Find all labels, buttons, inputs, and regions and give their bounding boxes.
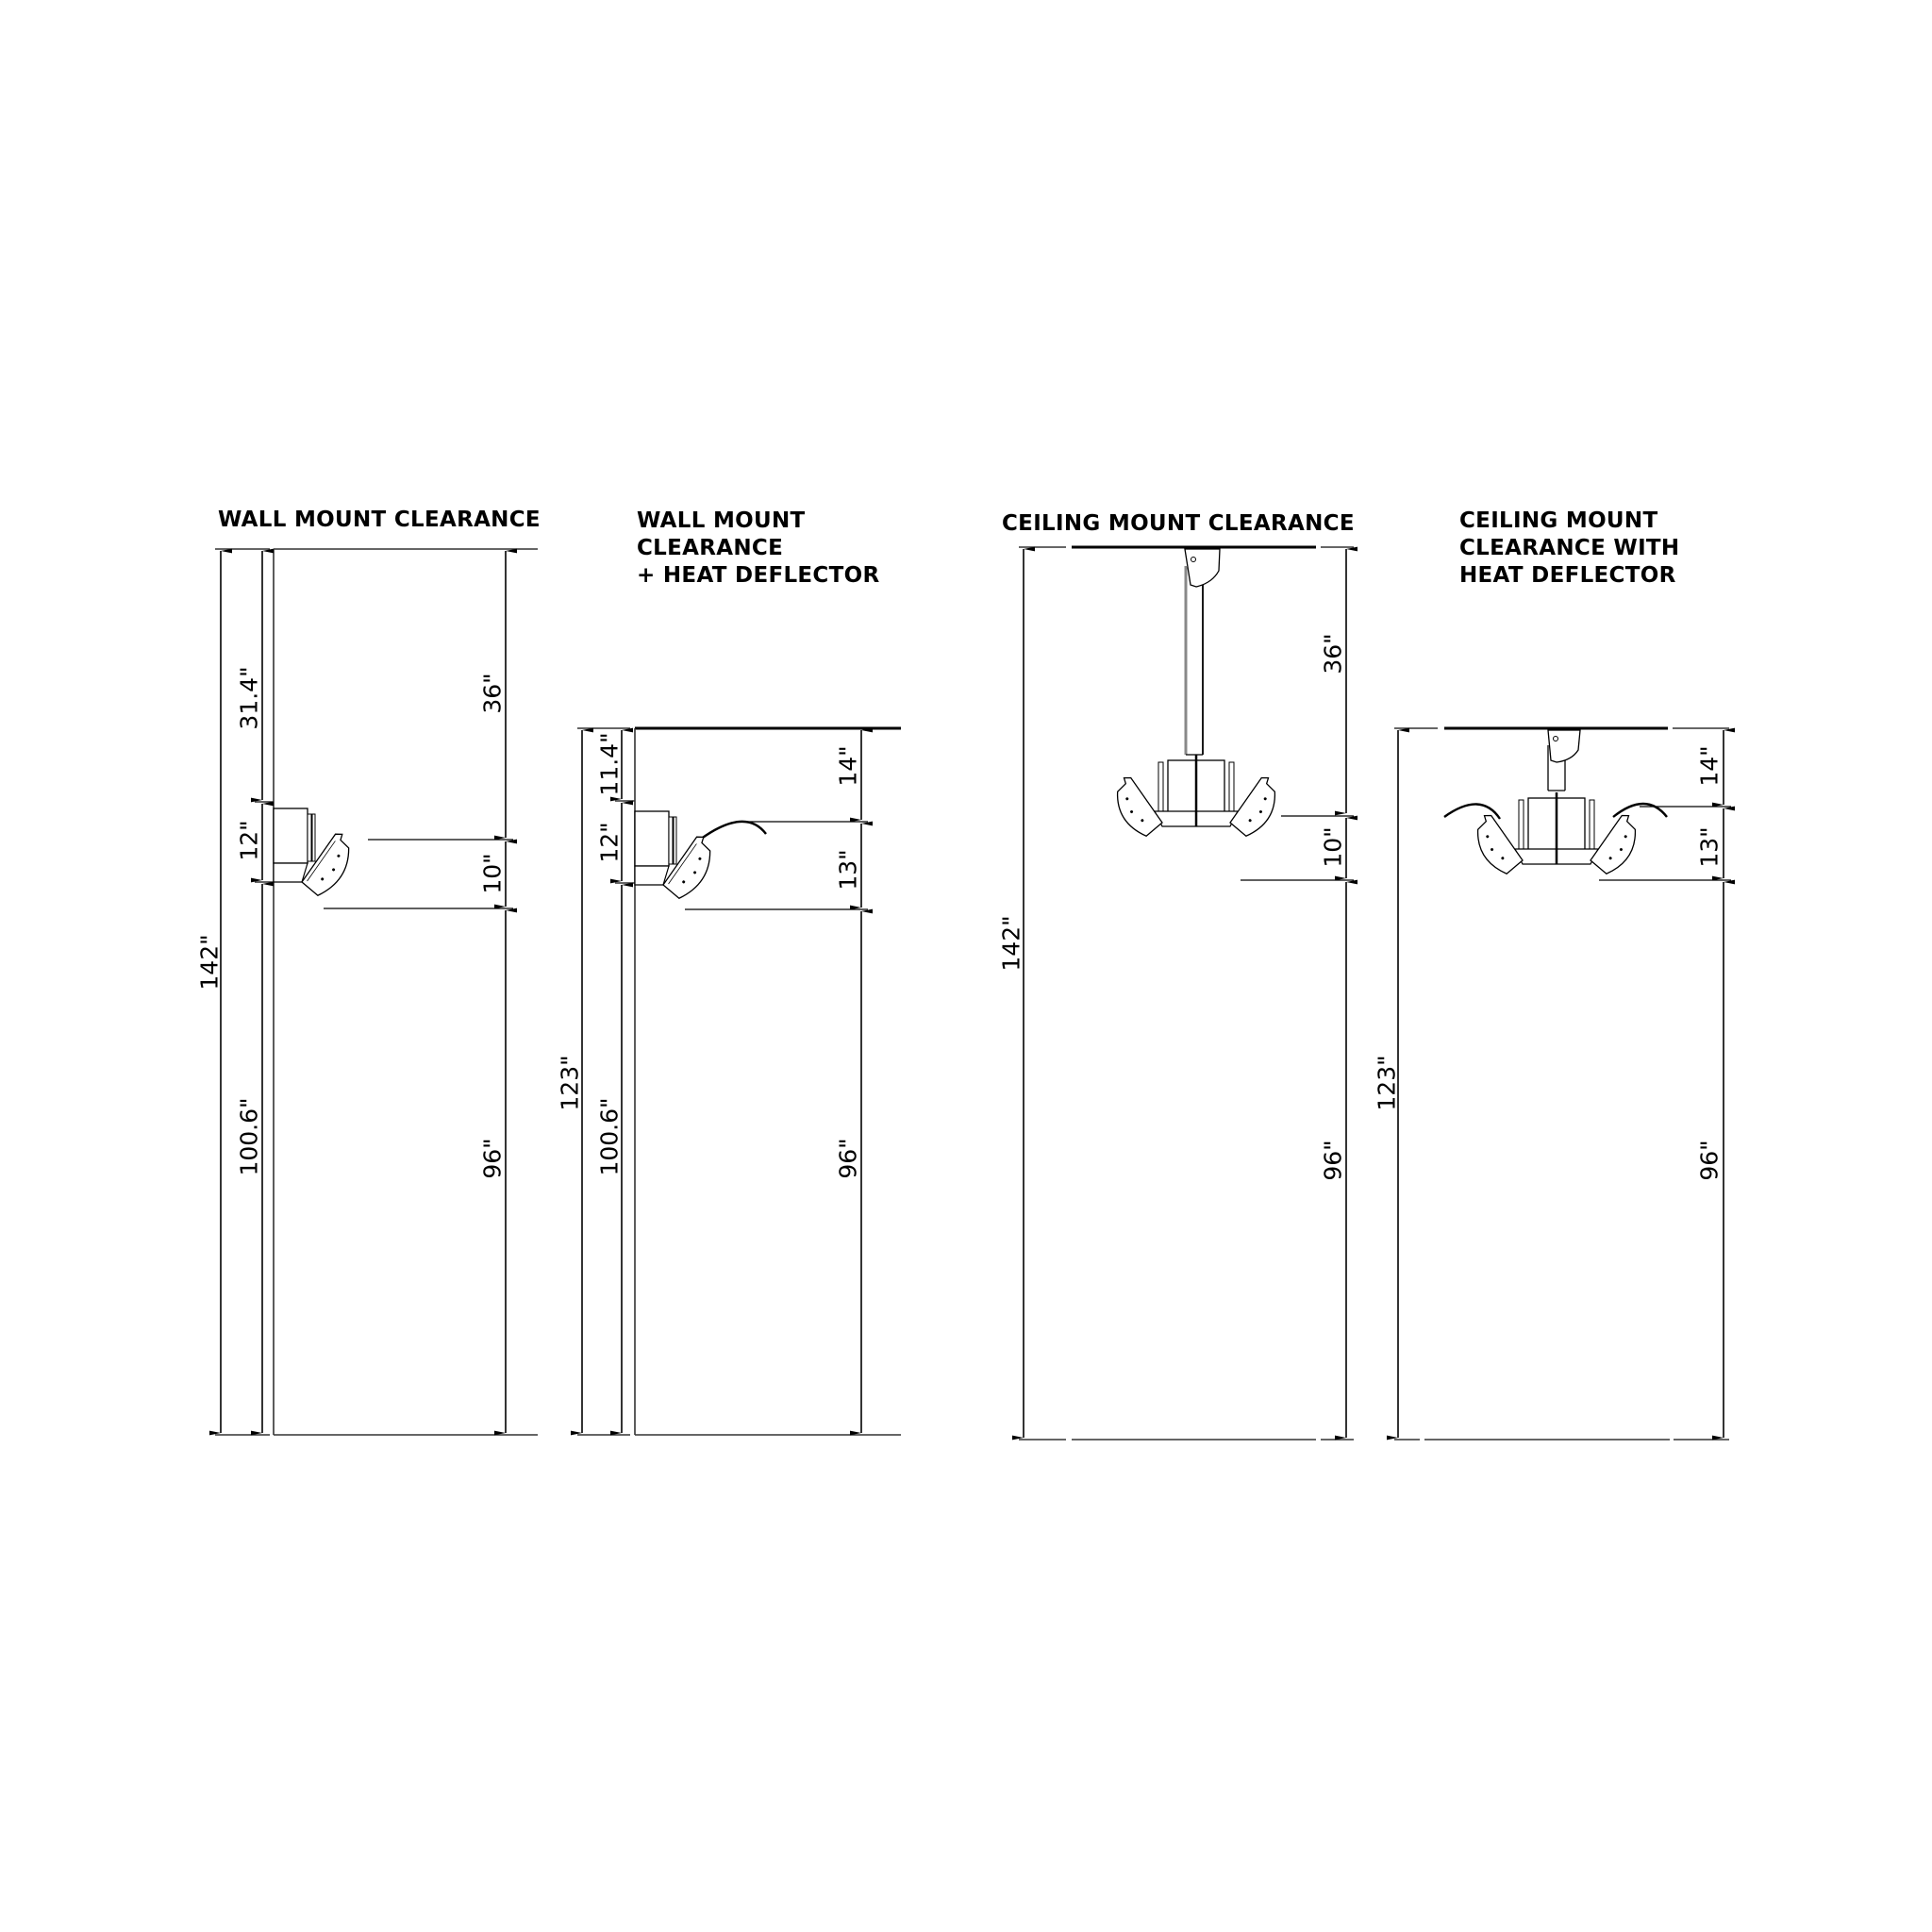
heat-deflector-icon [1443,803,1501,820]
panel-ceiling-mount-heat-deflector [1387,726,1735,1441]
dim-element-height: 13" [1695,826,1724,868]
dim-element-height: 13" [834,849,862,891]
heat-deflector-icon [699,820,767,841]
wall-heater-icon [273,808,362,901]
dim-above-unit: 31.4" [235,666,263,730]
dim-element-height: 10" [1319,826,1347,868]
dim-floor-clearance: 96" [478,1138,507,1179]
dim-top-clearance: 14" [1695,745,1724,787]
panel-ceiling-mount [1012,545,1357,1441]
dim-total-height: 123" [556,1055,584,1111]
dim-below-unit: 100.6" [595,1097,624,1176]
dim-floor-clearance: 96" [834,1138,862,1179]
dim-total-height: 142" [195,934,224,991]
panel-title-ceiling-mount: CEILING MOUNT CLEARANCE [1002,511,1355,536]
dim-floor-clearance: 96" [1695,1140,1724,1181]
panel-title-wall-mount: WALL MOUNT CLEARANCE [218,508,541,532]
ceiling-bracket-icon [1184,548,1221,756]
dim-total-height: 123" [1373,1055,1401,1111]
panel-wall-mount [209,548,538,1436]
wall-heater-icon [634,810,724,904]
dim-floor-clearance: 96" [1319,1140,1347,1181]
title-line: WALL MOUNT [637,508,806,533]
heat-deflector-icon [1612,802,1668,818]
panel-wall-mount-heat-deflector [571,726,901,1436]
title-line: HEAT DEFLECTOR [1459,563,1676,588]
dim-top-clearance: 36" [478,673,507,714]
dim-above-unit: 11.4" [595,732,624,796]
ceiling-heater-icon [1464,791,1649,880]
dim-unit-height: 12" [595,822,624,863]
dim-below-unit: 100.6" [235,1097,263,1176]
title-line: CLEARANCE [637,536,784,560]
title-line: CEILING MOUNT [1459,508,1658,533]
dim-top-clearance: 14" [834,745,862,787]
title-line: + HEAT DEFLECTOR [637,563,880,588]
dim-element-height: 10" [478,853,507,894]
dim-unit-height: 12" [235,820,263,861]
dim-total-height: 142" [997,915,1025,972]
title-line: CLEARANCE WITH [1459,536,1680,560]
dim-top-clearance: 36" [1319,633,1347,675]
ceiling-bracket-icon [1547,729,1581,791]
ceiling-heater-icon [1104,753,1289,842]
